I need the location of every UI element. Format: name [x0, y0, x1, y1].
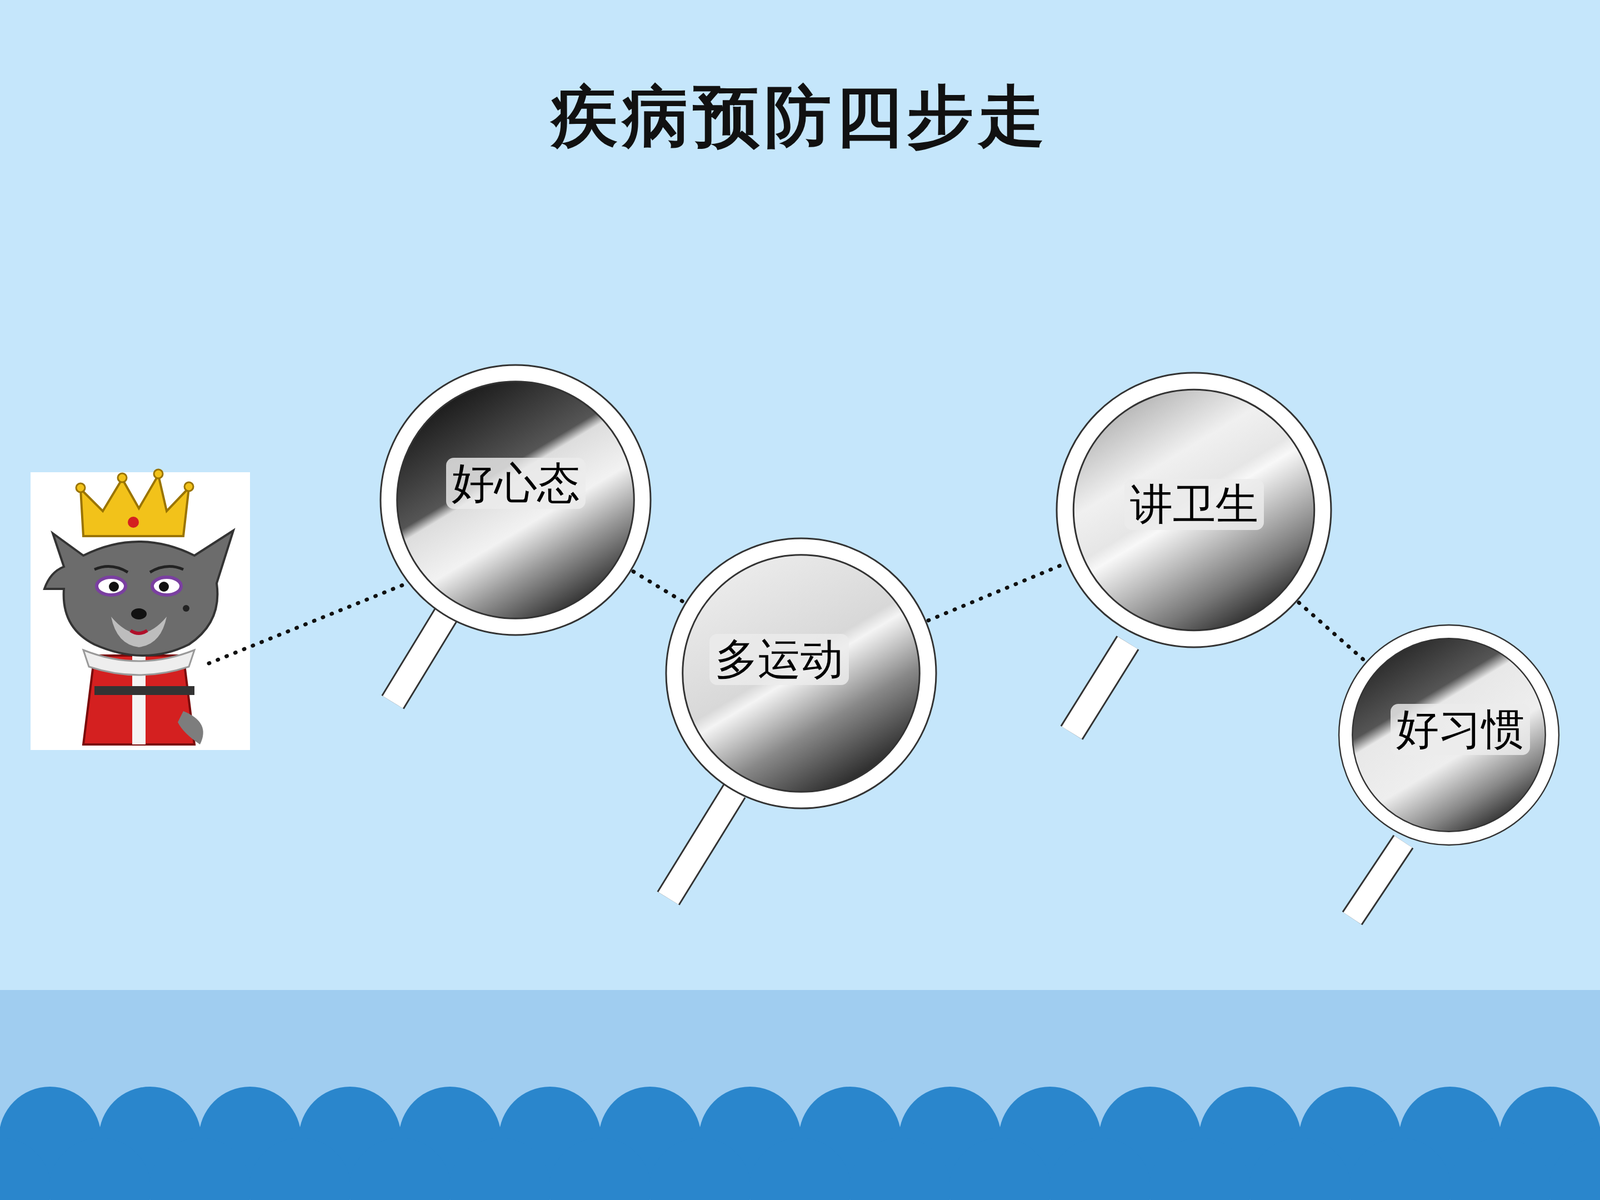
lens-label: 多运动 [709, 633, 849, 686]
dotted-leader [208, 581, 412, 664]
magnifier-lens: 好习惯 [1336, 622, 1562, 848]
scallops [0, 1086, 1600, 1200]
magnifier-lens: 讲卫生 [1053, 370, 1334, 650]
dotted-connector [1298, 602, 1365, 662]
lens-label: 好心态 [446, 457, 586, 510]
lens-label: 讲卫生 [1124, 478, 1264, 531]
title: 疾病预防四步走 [0, 72, 1600, 163]
magnifier-lens: 好心态 [377, 362, 654, 638]
dotted-connector [928, 563, 1065, 621]
dotted-connector [633, 571, 684, 603]
wolf-illustration [30, 469, 250, 750]
lens-label: 好习惯 [1390, 703, 1530, 756]
magnifier-lens: 多运动 [663, 535, 939, 812]
